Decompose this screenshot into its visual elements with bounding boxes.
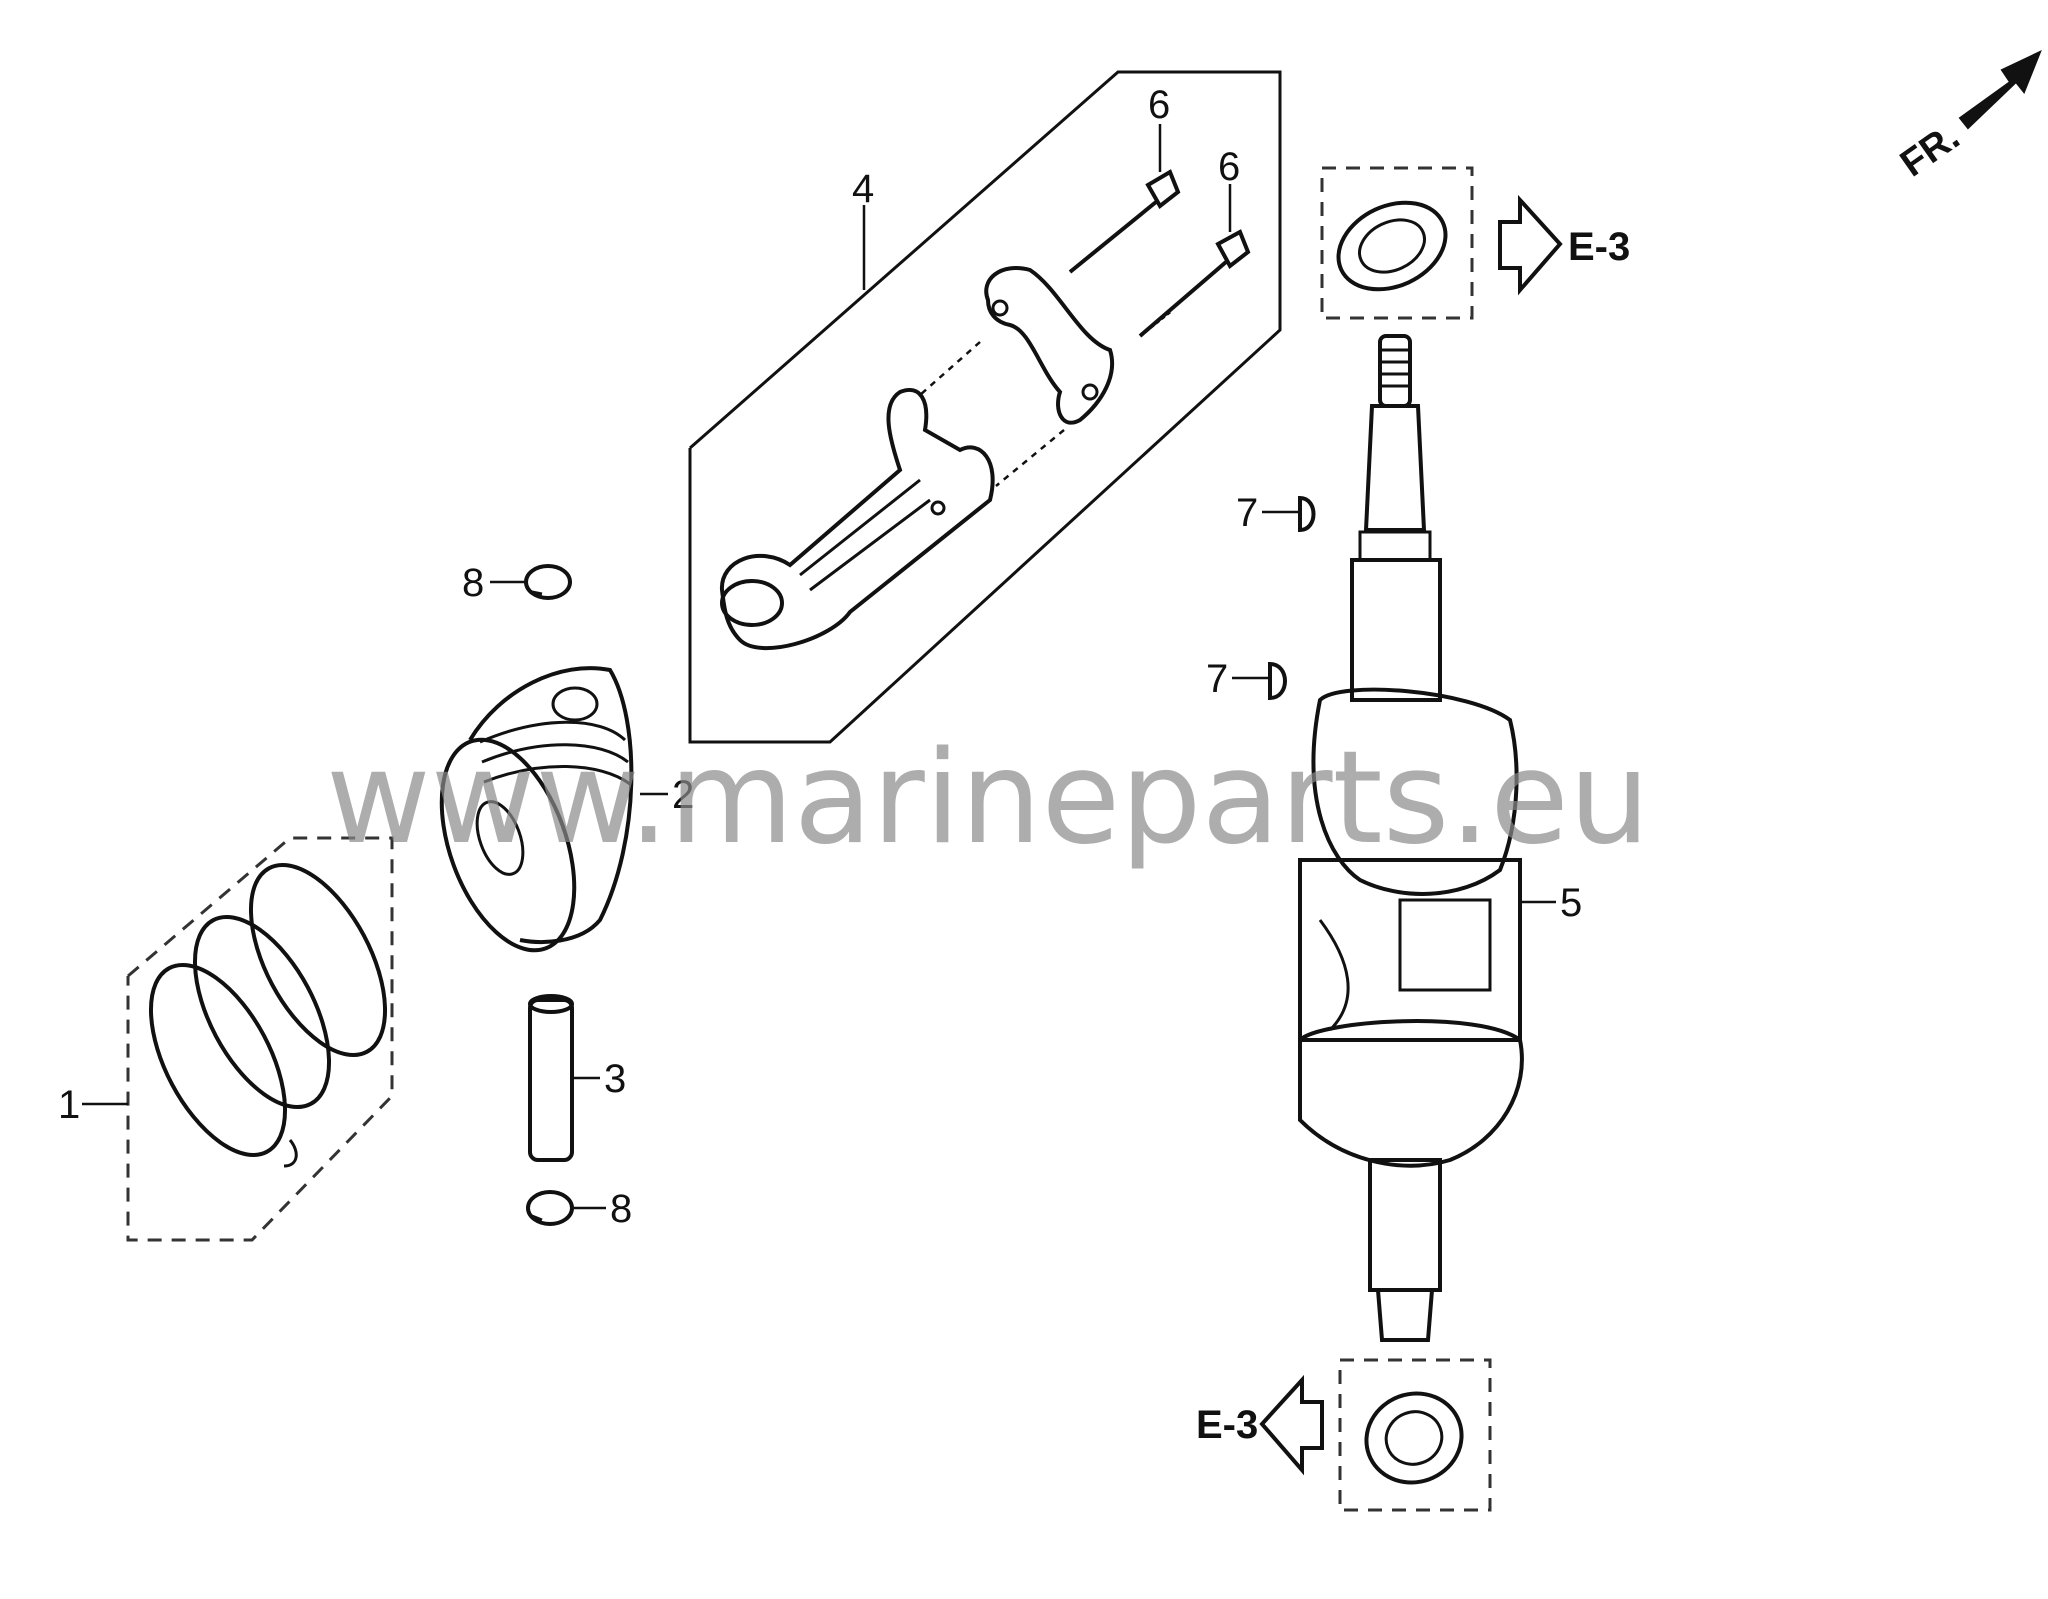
reference-e3-upper: E-3	[1568, 225, 1630, 269]
piston-pin-clip-upper	[524, 564, 572, 600]
fr-label: FR.	[1893, 116, 1967, 186]
callout-7-upper: 7	[1236, 491, 1258, 535]
callout-7-lower: 7	[1206, 657, 1228, 701]
leader-lines	[82, 124, 1556, 1210]
oil-seal-lower-group	[1259, 1358, 1492, 1512]
callout-6-upper: 6	[1148, 83, 1170, 127]
oil-seal-lower	[1364, 1391, 1464, 1485]
piston	[439, 666, 634, 953]
watermark: www.marineparts.eu	[326, 724, 1650, 873]
rod-bolt-lower	[1138, 229, 1251, 338]
woodruff-key-upper	[1298, 495, 1316, 533]
reference-e3-lower: E-3	[1196, 1403, 1258, 1447]
callout-6-lower: 6	[1218, 145, 1240, 189]
callout-1: 1	[58, 1083, 80, 1127]
callout-8-upper: 8	[462, 561, 484, 605]
connecting-rod-cap	[984, 266, 1115, 425]
woodruff-key-lower	[1268, 661, 1287, 701]
callout-8-lower: 8	[610, 1187, 632, 1231]
oil-seal-upper-group	[1320, 166, 1563, 320]
fr-arrow-icon	[1958, 50, 2042, 130]
arrow-e3-upper-icon	[1498, 194, 1563, 296]
crankshaft	[1298, 334, 1524, 1342]
piston-rings-group	[126, 836, 394, 1242]
piston-pin-clip-lower	[526, 1190, 574, 1226]
arrow-e3-lower-icon	[1259, 1374, 1324, 1476]
callout-5: 5	[1560, 881, 1582, 925]
piston-pin	[528, 994, 574, 1162]
callout-4: 4	[852, 167, 874, 211]
piston-rings	[148, 862, 388, 1168]
connecting-rod-group	[688, 70, 1282, 744]
callout-2: 2	[672, 773, 694, 817]
oil-seal-upper	[1336, 200, 1448, 292]
callouts: 1 2 3 4 5 6 6 7 7 8 8	[58, 83, 1582, 1231]
connecting-rod	[719, 388, 995, 650]
front-direction-arrow: FR.	[1893, 50, 2042, 186]
callout-3: 3	[604, 1057, 626, 1101]
rod-bolt-upper	[1068, 169, 1181, 274]
